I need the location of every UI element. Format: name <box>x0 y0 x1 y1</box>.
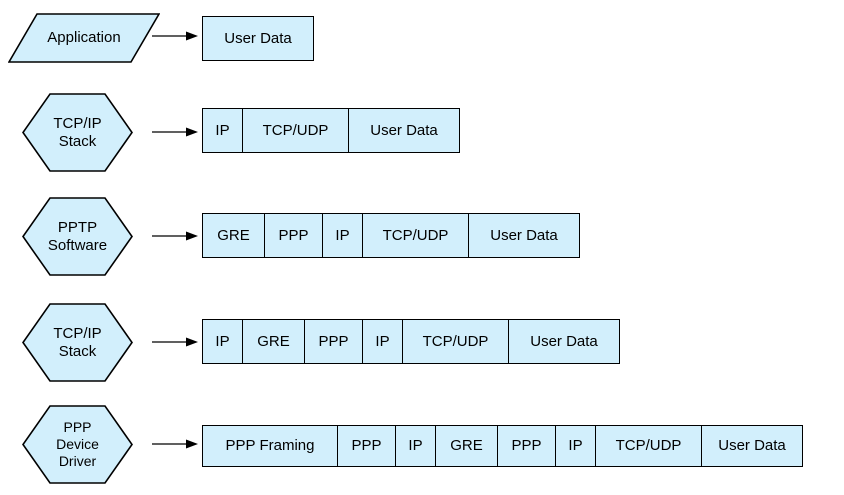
parallelogram-shape-icon <box>8 13 160 63</box>
stage-label: PPP Device Driver <box>56 419 99 469</box>
packet-field-user-data: User Data <box>509 320 619 363</box>
hexagon-shape-icon <box>22 93 133 172</box>
arrow-right-icon-2 <box>152 125 198 139</box>
packet-field-ip: IP <box>556 426 596 466</box>
stage-shape-pptp-software: PPTP Software <box>22 197 133 276</box>
stage-shape-ppp-device-driver: PPP Device Driver <box>22 405 133 484</box>
stage-label: TCP/IP Stack <box>53 114 102 150</box>
packet-field-tcp-udp: TCP/UDP <box>363 214 469 257</box>
diagram-row-1: Application User Data <box>0 0 844 90</box>
packet-field-tcp-udp: TCP/UDP <box>596 426 702 466</box>
stage-shape-application: Application <box>8 13 160 63</box>
arrow-right-icon-5 <box>152 437 198 451</box>
packet-field-gre: GRE <box>203 214 265 257</box>
packet-field-ppp: PPP <box>305 320 363 363</box>
packet-field-ip: IP <box>203 320 243 363</box>
arrow-right-icon-1 <box>152 29 198 43</box>
packet-field-gre: GRE <box>436 426 498 466</box>
packet-field-ip: IP <box>396 426 436 466</box>
stage-label: TCP/IP Stack <box>53 324 102 360</box>
packet-field-tcp-udp: TCP/UDP <box>243 109 349 152</box>
hexagon-shape-icon <box>22 197 133 276</box>
packet-field-ip: IP <box>363 320 403 363</box>
arrow-right-icon-3 <box>152 229 198 243</box>
packet-field-user-data: User Data <box>203 17 313 60</box>
packet-1: User Data <box>202 16 314 61</box>
stage-shape-tcpip-stack-2: TCP/IP Stack <box>22 303 133 382</box>
packet-field-tcp-udp: TCP/UDP <box>403 320 509 363</box>
packet-field-user-data: User Data <box>702 426 802 466</box>
stage-shape-tcpip-stack-1: TCP/IP Stack <box>22 93 133 172</box>
hexagon-shape-icon <box>22 303 133 382</box>
packet-field-ip: IP <box>323 214 363 257</box>
stage-label: Application <box>47 29 121 46</box>
packet-field-ppp: PPP <box>265 214 323 257</box>
packet-field-gre: GRE <box>243 320 305 363</box>
hexagon-shape-icon <box>22 405 133 484</box>
arrow-right-icon-4 <box>152 335 198 349</box>
packet-field-ip: IP <box>203 109 243 152</box>
stage-label: PPTP Software <box>47 218 108 254</box>
packet-field-ppp: PPP <box>498 426 556 466</box>
packet-field-ppp-framing: PPP Framing <box>203 426 338 466</box>
packet-field-ppp: PPP <box>338 426 396 466</box>
packet-field-user-data: User Data <box>349 109 459 152</box>
packet-field-user-data: User Data <box>469 214 579 257</box>
